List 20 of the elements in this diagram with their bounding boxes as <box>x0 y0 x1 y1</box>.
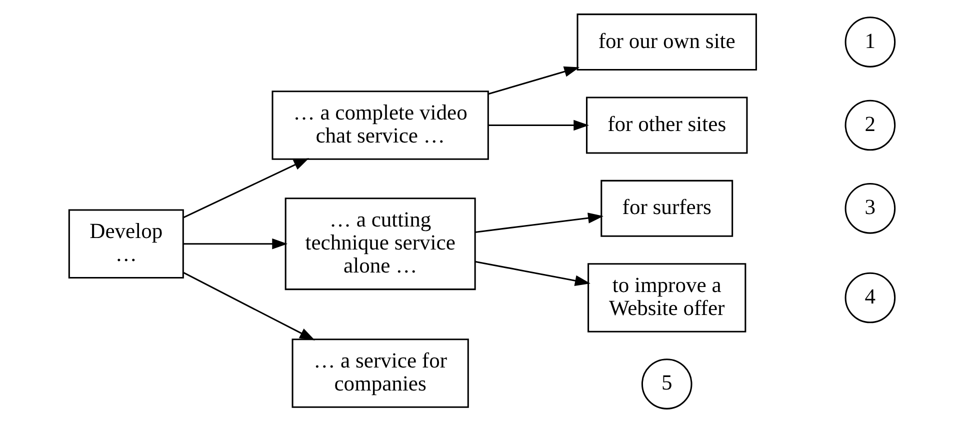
node-box: … a complete video chat service … <box>271 90 488 160</box>
node-circle: 4 <box>844 272 896 324</box>
node-circle: 2 <box>844 100 896 151</box>
node-circle: 5 <box>640 358 692 410</box>
node-box: … a cutting technique service alone … <box>284 198 476 290</box>
node-box: for our own site <box>576 14 756 71</box>
arrow <box>488 120 589 131</box>
arrow <box>474 260 590 286</box>
node-circle: 3 <box>844 183 896 234</box>
arrow <box>182 272 315 340</box>
arrow <box>474 212 603 233</box>
arrow <box>182 158 309 218</box>
arrow <box>182 238 288 250</box>
node-box: Develop … <box>68 209 184 278</box>
arrow <box>488 66 580 95</box>
node-box: … a service for companies <box>291 338 468 408</box>
node-box: for other sites <box>585 96 748 154</box>
node-box: to improve a Website offer <box>587 263 746 332</box>
node-box: for surfers <box>600 180 733 237</box>
node-circle: 1 <box>844 16 896 68</box>
